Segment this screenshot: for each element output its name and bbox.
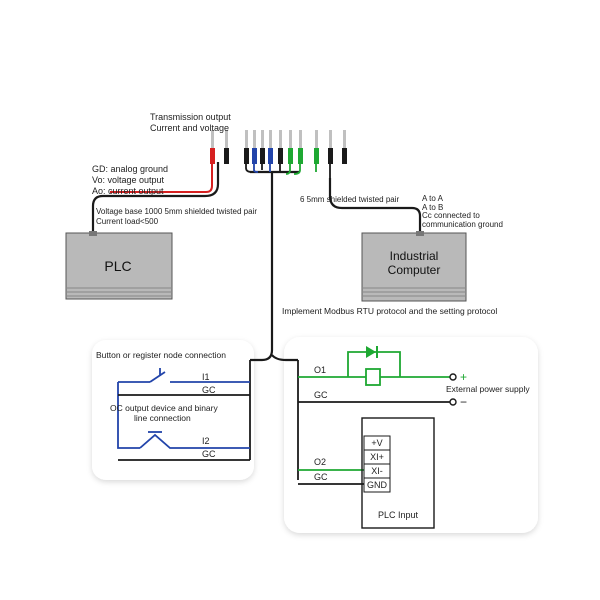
computer-a-label: A to A xyxy=(422,194,444,203)
computer-label-1: Industrial xyxy=(390,249,439,263)
left-panel xyxy=(92,340,254,480)
red-wire xyxy=(110,162,213,193)
terminal-plus-v: +V xyxy=(371,438,382,448)
terminal-xi-plus: XI+ xyxy=(370,452,384,462)
computer-wire-label: 6 5mm shielded twisted pair xyxy=(300,195,399,204)
computer-c2-label: communication ground xyxy=(422,220,503,229)
main-cables xyxy=(91,162,422,362)
minus-label: − xyxy=(460,395,467,409)
computer-c1-label: Cc connected to xyxy=(422,211,480,220)
left-i2-label: I2 xyxy=(202,436,210,446)
computer-label-2: Computer xyxy=(388,263,441,277)
industrial-computer-box: Industrial Computer xyxy=(361,231,467,302)
right-panel-wiring xyxy=(297,351,450,485)
plc-label: PLC xyxy=(104,258,131,274)
cable-fanout xyxy=(245,160,331,178)
right-gc1-label: GC xyxy=(314,390,328,400)
left-note-2: line connection xyxy=(134,413,191,423)
terminal-icon-minus xyxy=(449,398,457,406)
diode-icon xyxy=(366,346,378,358)
terminal-gnd: GND xyxy=(367,480,388,490)
external-power-label: External power supply xyxy=(446,384,530,394)
plus-label: + xyxy=(460,370,467,384)
header-line-2: Current and voltage xyxy=(150,123,229,133)
left-note-1: OC output device and binary xyxy=(110,403,218,413)
left-panel-wiring xyxy=(117,360,251,461)
left-i1-label: I1 xyxy=(202,372,210,382)
plc-wire-label-2: Current load<500 xyxy=(96,217,159,226)
left-gc2-label: GC xyxy=(202,449,216,459)
header-line-1: Transmission output xyxy=(150,112,231,122)
terminal-icon-plus xyxy=(449,373,457,381)
left-panel-title: Button or register node connection xyxy=(96,350,226,360)
right-o2-label: O2 xyxy=(314,457,326,467)
computer-connector xyxy=(416,231,424,236)
modbus-note: Implement Modbus RTU protocol and the se… xyxy=(282,306,497,316)
terminal-xi-minus: XI- xyxy=(371,466,383,476)
plc-gd-label: GD: analog ground xyxy=(92,164,168,174)
computer-b-label: A to B xyxy=(422,203,443,212)
plc-connector xyxy=(89,231,97,236)
plc-wire-label-1: Voltage base 1000 5mm shielded twisted p… xyxy=(96,207,257,216)
plc-box: PLC xyxy=(65,231,173,300)
plc-input-block xyxy=(361,417,435,529)
right-gc2-label: GC xyxy=(314,472,328,482)
plc-vo-label: Vo: voltage output xyxy=(92,175,165,185)
relay-coil-icon xyxy=(365,368,381,386)
plc-input-label: PLC Input xyxy=(378,510,419,520)
plc-ao-label: Ao: current output xyxy=(92,186,164,196)
right-o1-label: O1 xyxy=(314,365,326,375)
left-gc1-label: GC xyxy=(202,385,216,395)
connector-pins xyxy=(210,130,347,164)
